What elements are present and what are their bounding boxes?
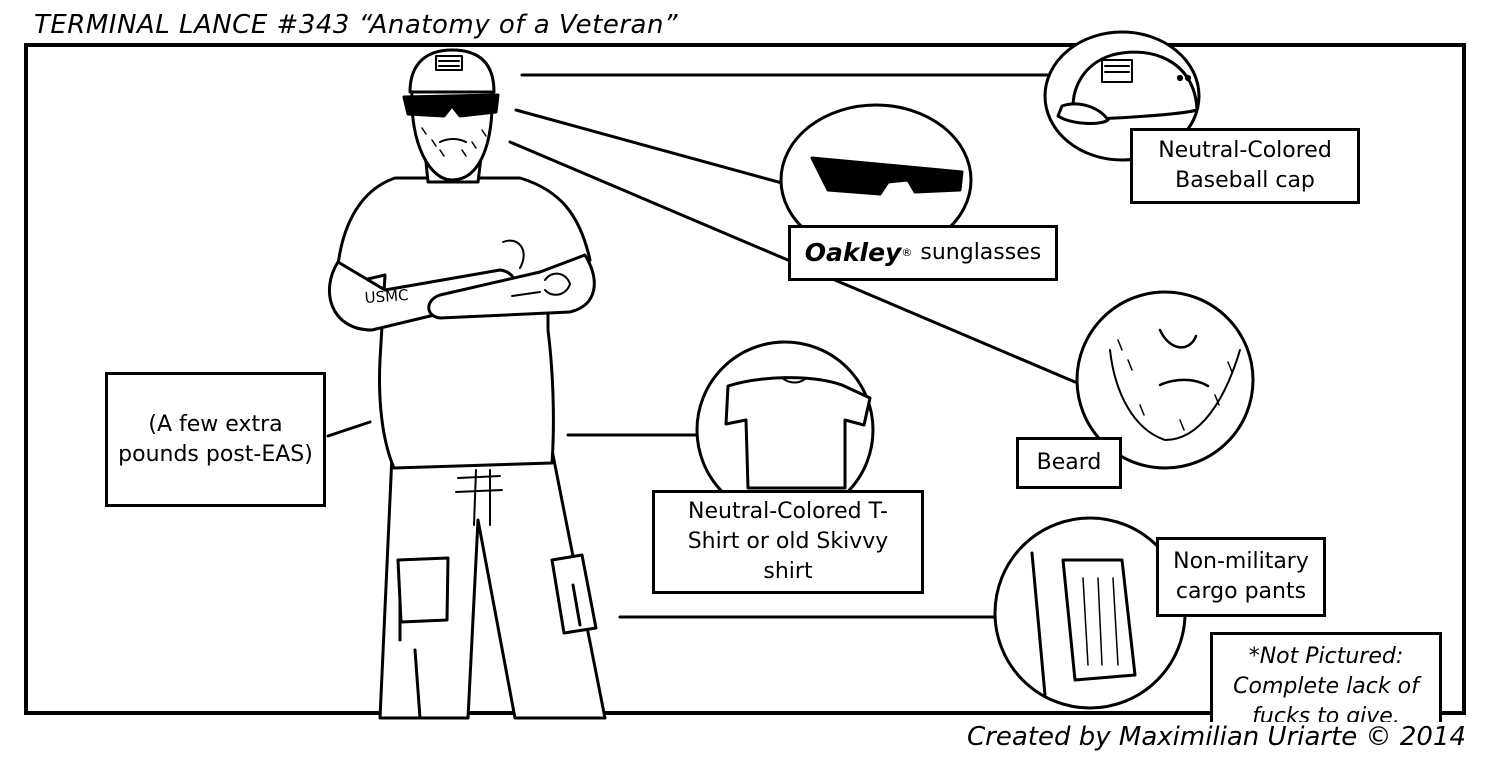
inset-t-shirt	[695, 340, 875, 520]
caption-t-shirt: Neutral-Colored T-Shirt or old Skivvy sh…	[652, 490, 924, 594]
cap-flag	[435, 55, 463, 71]
caption-beard: Beard	[1016, 437, 1122, 489]
right-forearm	[427, 253, 596, 320]
comic-credit: Created by Maximilian Uriarte © 2014	[967, 722, 1466, 752]
registered-mark: ®	[901, 245, 913, 259]
tattoo-usmc: USMC	[364, 286, 409, 307]
caption-cargo-pants: Non-military cargo pants	[1156, 537, 1326, 617]
t-shirt	[336, 176, 592, 470]
caption-extra-pounds: (A few extra pounds post-EAS)	[105, 372, 326, 507]
inset-sunglasses	[779, 103, 973, 257]
comic-panel	[24, 43, 1466, 715]
oakley-brand: Oakley	[804, 238, 902, 268]
fly-marks	[455, 469, 503, 526]
cargo-pocket-left	[396, 556, 450, 624]
inset-cargo-pants	[993, 516, 1187, 710]
caption-baseball-cap: Neutral-Colored Baseball cap	[1130, 128, 1360, 204]
arm-tattoo	[511, 272, 571, 297]
sunglasses	[402, 93, 500, 118]
comic-title: TERMINAL LANCE #343 “Anatomy of a Vetera…	[34, 10, 678, 40]
beard-stubble	[421, 127, 487, 157]
inset-beard	[1075, 290, 1255, 470]
left-forearm	[328, 260, 517, 332]
caption-sunglasses: Oakley ® sunglasses	[788, 225, 1058, 281]
sunglasses-label: sunglasses	[920, 240, 1042, 266]
veteran-figure: USMC	[328, 48, 607, 720]
